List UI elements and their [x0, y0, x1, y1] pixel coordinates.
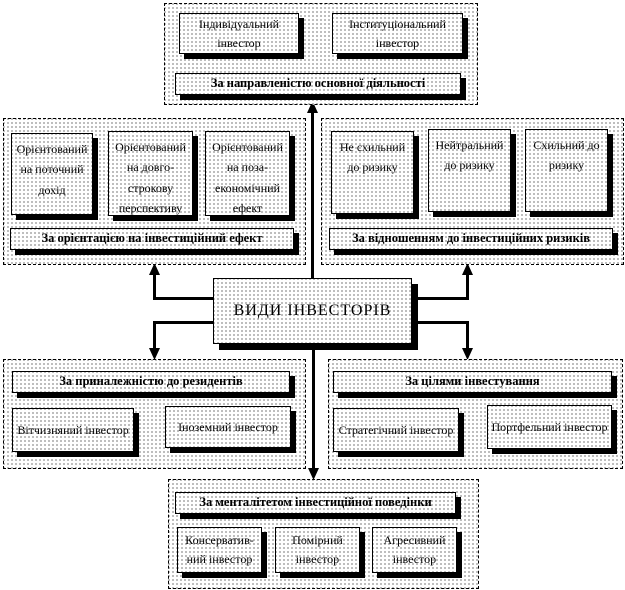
box-label: Іноземний інвестор — [178, 419, 278, 434]
caption-label: За приналежністю до резидентів — [59, 374, 243, 389]
group-investment-effect: Орієнтований на поточний дохід Орієнтова… — [3, 118, 306, 265]
box-risk-seeking: Схильний до ризику — [525, 129, 608, 212]
box-label: Інституціональний інвестор — [349, 16, 446, 50]
box-conservative-investor: Консерватив-ний інвестор — [177, 527, 262, 573]
box-label: Орієнтований на довго-строкову перспекти… — [115, 140, 186, 216]
box-label: Індивідуальний інвестор — [198, 16, 280, 50]
box-individual-investor: Індивідуальний інвестор — [179, 13, 299, 54]
caption-label: За менталітетом інвестиційної поведінки — [199, 495, 432, 510]
box-label: Стратегічний інвестор — [338, 422, 454, 437]
group-activity-direction: Індивідуальний інвестор Інституціональни… — [164, 3, 478, 105]
caption-label: За цілями інвестування — [405, 374, 540, 389]
box-moderate-investor: Помірний інвестор — [275, 527, 360, 573]
box-label: Портфельний інвестор — [491, 419, 608, 434]
group-behaviour-mentality: За менталітетом інвестиційної поведінки … — [168, 479, 479, 589]
caption-residency: За приналежністю до резидентів — [12, 371, 290, 393]
box-portfolio-investor: Портфельний інвестор — [487, 405, 612, 449]
diagram-title: ВИДИ ІНВЕСТОРІВ — [233, 302, 392, 319]
box-label: Орієнтований на поточний дохід — [16, 142, 88, 197]
box-risk-averse: Не схильний до ризику — [331, 131, 414, 214]
box-risk-neutral: Нейтральний до ризику — [428, 129, 511, 212]
caption-investment-goals: За цілями інвестування — [333, 371, 612, 393]
group-investment-goals: За цілями інвестування Стратегічний інве… — [328, 359, 623, 469]
box-strategic-investor: Стратегічний інвестор — [333, 408, 459, 452]
box-label: Вітчизняний інвестор — [17, 422, 129, 437]
caption-risk-attitude: За відношенням до інвестиційних ризиків — [329, 228, 613, 250]
caption-label: За направленістю основної діяльності — [210, 76, 426, 91]
caption-label: За відношенням до інвестиційних ризиків — [351, 231, 591, 246]
box-institutional-investor: Інституціональний інвестор — [332, 13, 463, 54]
box-label: Не схильний до ризику — [339, 140, 406, 175]
connector-left-lower — [153, 321, 214, 349]
caption-label: За орієнтацією на інвестиційний ефект — [41, 231, 263, 246]
box-label: Нейтральний до ризику — [435, 138, 504, 173]
box-foreign-investor: Іноземний інвестор — [165, 406, 291, 448]
box-label: Орієнтований на поза-економічний ефект — [212, 140, 283, 216]
box-label: Агресивний інвестор — [383, 533, 446, 566]
box-label: Помірний інвестор — [292, 533, 343, 566]
center-title-box: ВИДИ ІНВЕСТОРІВ — [213, 278, 412, 344]
box-label: Консерватив-ний інвестор — [185, 533, 254, 566]
caption-activity-direction: За направленістю основної діяльності — [175, 73, 461, 95]
group-risk-attitude: Не схильний до ризику Нейтральний до риз… — [321, 118, 624, 265]
box-long-term-perspective: Орієнтований на довго-строкову перспекти… — [108, 131, 193, 216]
box-aggressive-investor: Агресивний інвестор — [372, 527, 457, 573]
connector-left-upper — [153, 274, 214, 300]
connector-right-upper — [409, 274, 469, 300]
box-non-economic-effect: Орієнтований на поза-економічний ефект — [205, 131, 290, 216]
group-residency: За приналежністю до резидентів Вітчизнян… — [3, 359, 306, 469]
box-domestic-investor: Вітчизняний інвестор — [12, 408, 134, 452]
caption-behaviour-mentality: За менталітетом інвестиційної поведінки — [175, 492, 456, 514]
connector-right-lower — [409, 321, 469, 349]
caption-investment-effect: За орієнтацією на інвестиційний ефект — [10, 228, 294, 250]
box-label: Схильний до ризику — [533, 138, 600, 173]
box-current-income: Орієнтований на поточний дохід — [11, 133, 93, 215]
